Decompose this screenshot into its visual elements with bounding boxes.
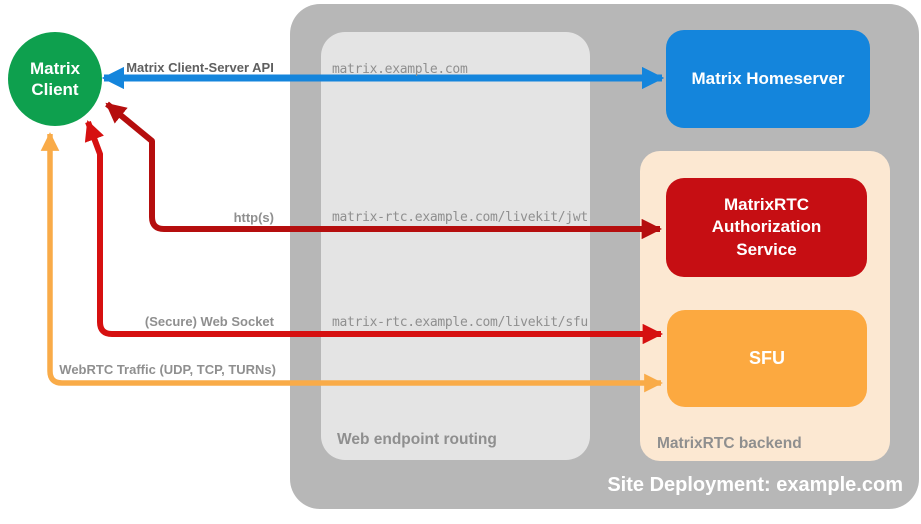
matrix-client-label: Matrix Client xyxy=(29,58,81,99)
matrix-homeserver-node: Matrix Homeserver xyxy=(666,30,870,128)
matrix-client-node: Matrix Client xyxy=(8,32,102,126)
sfu-label: SFU xyxy=(749,347,785,368)
site-deployment-title: Site Deployment: example.com xyxy=(607,474,903,496)
matrixrtc-authorization-service-node: MatrixRTC Authorization Service xyxy=(666,178,867,277)
webrtc-traffic-label: WebRTC Traffic (UDP, TCP, TURNs) xyxy=(59,362,276,377)
web-endpoint-routing-title: Web endpoint routing xyxy=(337,431,497,448)
client-server-api-label: Matrix Client-Server API xyxy=(126,60,274,75)
matrixrtc-authorization-service-label: MatrixRTC Authorization Service xyxy=(711,195,822,259)
endpoint-matrix-example-com: matrix.example.com xyxy=(332,62,468,77)
matrixrtc-backend-title: MatrixRTC backend xyxy=(657,435,802,452)
https-label: http(s) xyxy=(233,210,274,225)
web-endpoint-routing-container: Web endpoint routing xyxy=(321,32,590,460)
endpoint-livekit-sfu: matrix-rtc.example.com/livekit/sfu xyxy=(332,315,588,330)
web-socket-label: (Secure) Web Socket xyxy=(144,314,274,329)
sfu-node: SFU xyxy=(667,310,867,407)
endpoint-livekit-jwt: matrix-rtc.example.com/livekit/jwt xyxy=(332,210,588,225)
matrix-homeserver-label: Matrix Homeserver xyxy=(691,68,845,88)
